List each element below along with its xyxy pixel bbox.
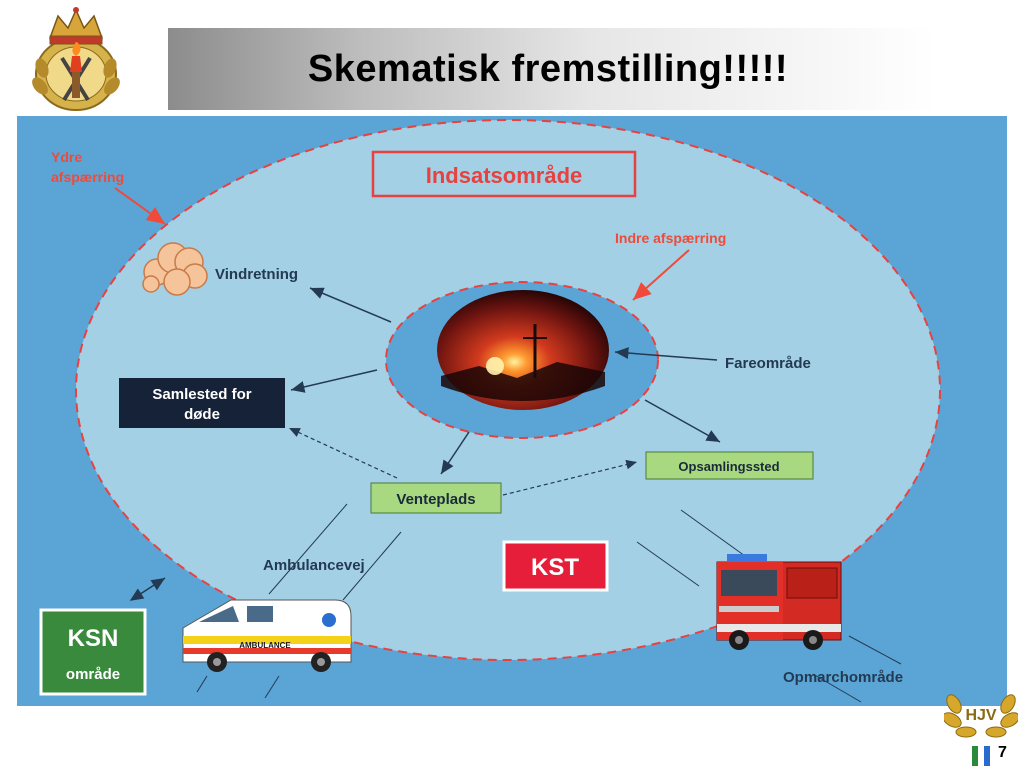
collection-point-box	[645, 451, 814, 480]
page-number: 7	[998, 744, 1007, 761]
waiting-area-label: Venteplads	[396, 491, 475, 508]
kst-label: KST	[531, 554, 579, 581]
collection-point-label: Opsamlingssted	[678, 459, 779, 474]
ambulance-road-line-1	[268, 503, 348, 595]
badge-text: HJV	[965, 707, 996, 724]
kst-box	[502, 540, 609, 592]
staging-line-3	[848, 635, 902, 665]
dead-collection-box	[119, 378, 285, 428]
dead-collection-line1: Samlested for	[152, 386, 251, 403]
ambulance-icon: AMBULANCE	[182, 599, 352, 672]
ambulance-road-line-4	[264, 675, 280, 699]
waiting-arrow	[440, 431, 470, 475]
dead-collection-line2: døde	[184, 406, 220, 423]
dead-collection-arrow	[290, 369, 378, 393]
fire-photo	[437, 290, 609, 410]
title-bar	[168, 28, 936, 110]
hazard-label: Fareområde	[725, 355, 811, 372]
ksn-label-line1: KSN	[68, 625, 119, 652]
outer-cordon-pointer	[114, 187, 166, 225]
ambulance-road-line-3	[196, 675, 208, 693]
waiting-to-dead-dashed	[288, 427, 398, 479]
zone-title: Indsatsområde	[426, 163, 583, 188]
ksn-box	[39, 608, 147, 696]
ambulance-road-label: Ambulancevej	[263, 557, 365, 574]
waiting-area-box	[370, 482, 502, 514]
staging-line-2	[636, 541, 700, 587]
inner-cordon-label: Indre afspærring	[615, 230, 726, 246]
flag-icon	[972, 746, 990, 766]
waiting-to-collection-dashed	[502, 459, 638, 496]
outer-cordon-label-line1: Ydre	[51, 149, 82, 165]
cloud-icon	[142, 242, 208, 296]
emergency-scene-diagram: Indsatsområde Ydre afspærring Indre afsp…	[17, 116, 1007, 706]
slide-title: Skematisk fremstilling!!!!!	[307, 47, 789, 90]
zone-title-box	[371, 150, 637, 198]
staging-line-4	[812, 673, 862, 703]
inner-cordon-pointer	[632, 249, 690, 301]
crest-icon	[32, 7, 120, 111]
ksn-arrow	[129, 577, 166, 601]
outer-cordon-label-line2: afspærring	[51, 169, 124, 185]
fire-truck-icon	[716, 554, 842, 650]
ambulance-road-line-2	[342, 531, 402, 601]
hjv-badge-icon: HJV	[944, 694, 1018, 738]
hazard-arrow	[614, 347, 718, 361]
staging-area-label: Opmarchområde	[783, 669, 903, 686]
staging-line-1	[680, 509, 746, 557]
collection-arrow	[644, 399, 721, 443]
ksn-label-line2: område	[66, 666, 120, 683]
wind-label: Vindretning	[215, 266, 298, 283]
ambulance-side-text: AMBULANCE	[239, 641, 291, 650]
wind-arrow	[309, 287, 392, 323]
